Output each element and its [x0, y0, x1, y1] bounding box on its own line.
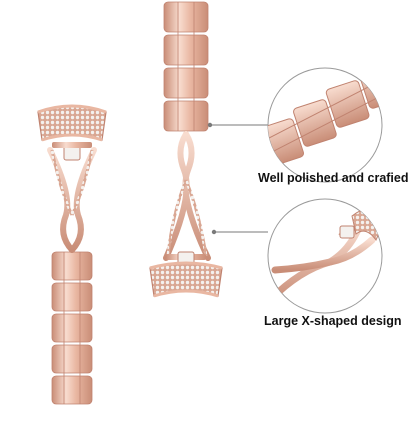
left-band-links-lower — [51, 251, 93, 405]
center-band — [149, 1, 223, 298]
callout-x-design — [211, 198, 383, 314]
center-band-lug — [149, 251, 223, 298]
caption-x-design: Large X-shaped design — [264, 314, 402, 328]
center-band-links-upper — [163, 1, 209, 132]
leader-dot — [211, 229, 217, 235]
left-band — [37, 104, 107, 405]
left-band-lug — [37, 104, 107, 161]
center-band-x-connector — [163, 131, 211, 261]
leader-dot — [207, 122, 213, 128]
callout-polished — [207, 67, 383, 183]
caption-polished: Well polished and crafied — [258, 171, 409, 185]
left-band-x-connector — [47, 147, 97, 253]
